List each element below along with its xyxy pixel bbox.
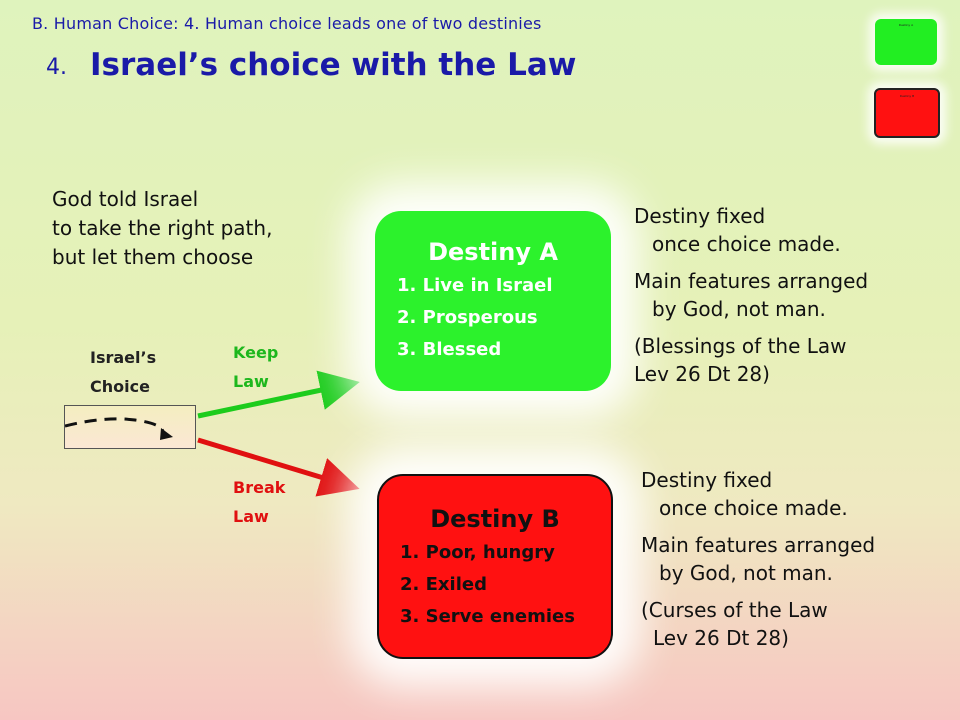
- note-line: Destiny fixed: [634, 204, 766, 228]
- destiny-a-item: 1. Live in Israel: [397, 275, 553, 296]
- destiny-a-thumbnail-label: Destiny A: [898, 23, 914, 27]
- choice-label-line: Choice: [90, 377, 150, 396]
- keep-law-line: Law: [233, 372, 269, 391]
- note-line: (Curses of the Law: [641, 598, 828, 622]
- destiny-a-notes: Destiny fixed once choice made. Main fea…: [634, 202, 868, 397]
- choice-arrows: [197, 370, 360, 497]
- break-law-line: Break: [233, 478, 286, 497]
- destiny-b-item: 2. Exiled: [400, 574, 487, 595]
- destiny-b-list: 1. Poor, hungry 2. Exiled 3. Serve enemi…: [400, 537, 611, 633]
- note-line: Main features arranged: [641, 533, 876, 557]
- destiny-b-title: Destiny B: [430, 505, 560, 533]
- destiny-a-thumbnail[interactable]: Destiny A: [875, 19, 937, 65]
- destiny-b-item: 1. Poor, hungry: [400, 542, 555, 563]
- destiny-b-thumbnail[interactable]: Destiny B: [874, 88, 940, 138]
- page-title: Israel’s choice with the Law: [90, 47, 577, 83]
- destiny-b-box: Destiny B 1. Poor, hungry 2. Exiled 3. S…: [377, 474, 613, 659]
- note-line: Main features arranged: [634, 269, 869, 293]
- intro-line: God told Israel: [52, 187, 199, 211]
- break-law-line: Law: [233, 507, 269, 526]
- keep-law-line: Keep: [233, 343, 279, 362]
- choice-label: Israel’s Choice: [90, 343, 156, 401]
- keep-law-arrow: [197, 370, 360, 419]
- destiny-a-box: Destiny A 1. Live in Israel 2. Prosperou…: [375, 211, 611, 391]
- intro-line: but let them choose: [52, 245, 254, 269]
- note-line: Destiny fixed: [641, 468, 773, 492]
- choice-label-line: Israel’s: [90, 348, 157, 367]
- break-law-arrow: [197, 437, 360, 497]
- title-number: 4.: [46, 55, 67, 80]
- destiny-b-notes: Destiny fixed once choice made. Main fea…: [641, 466, 875, 661]
- break-law-label: Break Law: [233, 473, 285, 531]
- keep-law-label: Keep Law: [233, 338, 278, 396]
- note-line: Lev 26 Dt 28): [653, 626, 789, 650]
- note-line: by God, not man.: [659, 561, 833, 585]
- note-line: (Blessings of the Law: [634, 334, 847, 358]
- breadcrumb: B. Human Choice: 4. Human choice leads o…: [32, 14, 542, 33]
- note-line: Lev 26 Dt 28): [634, 362, 770, 386]
- intro-line: to take the right path,: [52, 216, 273, 240]
- destiny-b-thumbnail-label: Destiny B: [899, 94, 915, 98]
- destiny-b-item: 3. Serve enemies: [400, 606, 575, 627]
- dashed-path-icon: [64, 417, 173, 440]
- destiny-a-list: 1. Live in Israel 2. Prosperous 3. Bless…: [397, 270, 611, 366]
- note-line: once choice made.: [659, 496, 848, 520]
- note-line: by God, not man.: [652, 297, 826, 321]
- destiny-a-item: 2. Prosperous: [397, 307, 538, 328]
- destiny-a-item: 3. Blessed: [397, 339, 502, 360]
- note-line: once choice made.: [652, 232, 841, 256]
- destiny-a-title: Destiny A: [428, 238, 558, 266]
- intro-text: God told Israel to take the right path, …: [52, 185, 272, 272]
- choice-path-box: [64, 405, 196, 449]
